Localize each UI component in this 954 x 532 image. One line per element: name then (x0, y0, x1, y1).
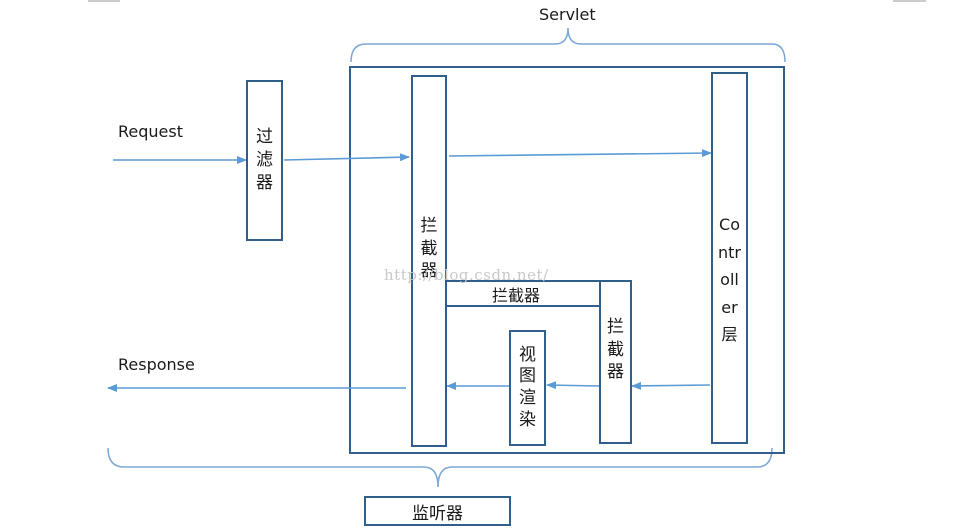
interceptor-left-box (411, 75, 447, 447)
interceptor-left-text: 拦 截 器 (411, 205, 447, 293)
filter-text: 过 滤 器 (246, 80, 283, 241)
interceptor-to-view-arrow (546, 381, 600, 390)
interceptor-right-char: 拦 (607, 316, 624, 337)
request-label: Request (118, 122, 183, 141)
response-label: Response (118, 355, 195, 374)
controller-text: Co ntr oll er 层 (711, 205, 748, 355)
interceptor-left-char: 拦 (420, 215, 438, 236)
interceptor-right-char: 器 (607, 362, 624, 383)
view-render-char: 图 (519, 366, 536, 387)
listener-brace (107, 447, 773, 488)
controller-to-interceptor-arrow (631, 381, 711, 390)
interceptor-left-char: 截 (420, 238, 438, 259)
listener-text: 监听器 (412, 503, 463, 524)
view-render-box (509, 330, 546, 446)
controller-fragment: er (721, 297, 738, 317)
view-render-char: 视 (519, 344, 536, 365)
listener-box (364, 496, 511, 526)
filter-to-interceptor-arrow (283, 153, 410, 162)
servlet-container (349, 66, 785, 454)
interceptor-mid-box (445, 280, 601, 307)
filter-box (246, 80, 283, 241)
filter-char: 滤 (256, 150, 273, 171)
controller-box (711, 72, 748, 444)
view-render-char: 染 (519, 409, 536, 430)
servlet-label: Servlet (539, 5, 596, 24)
servlet-brace (350, 27, 786, 63)
filter-char: 器 (256, 172, 273, 193)
interceptor-mid-text: 拦截器 (491, 285, 540, 305)
view-render-text: 视 图 渲 染 (509, 330, 546, 446)
controller-fragment: Co (719, 215, 740, 235)
interceptor-right-char: 截 (607, 339, 624, 360)
controller-fragment: 层 (721, 325, 738, 345)
view-render-char: 渲 (519, 388, 536, 408)
watermark-text: http://blog.csdn.net/ (384, 266, 549, 284)
interceptor-right-box (599, 280, 632, 444)
interceptor-right-text: 拦 截 器 (599, 305, 632, 395)
interceptor-left-char: 器 (420, 261, 438, 282)
interceptor-to-controller-arrow (448, 149, 712, 158)
controller-fragment: ntr (718, 242, 741, 262)
filter-char: 过 (256, 127, 273, 148)
controller-fragment: oll (720, 270, 739, 290)
